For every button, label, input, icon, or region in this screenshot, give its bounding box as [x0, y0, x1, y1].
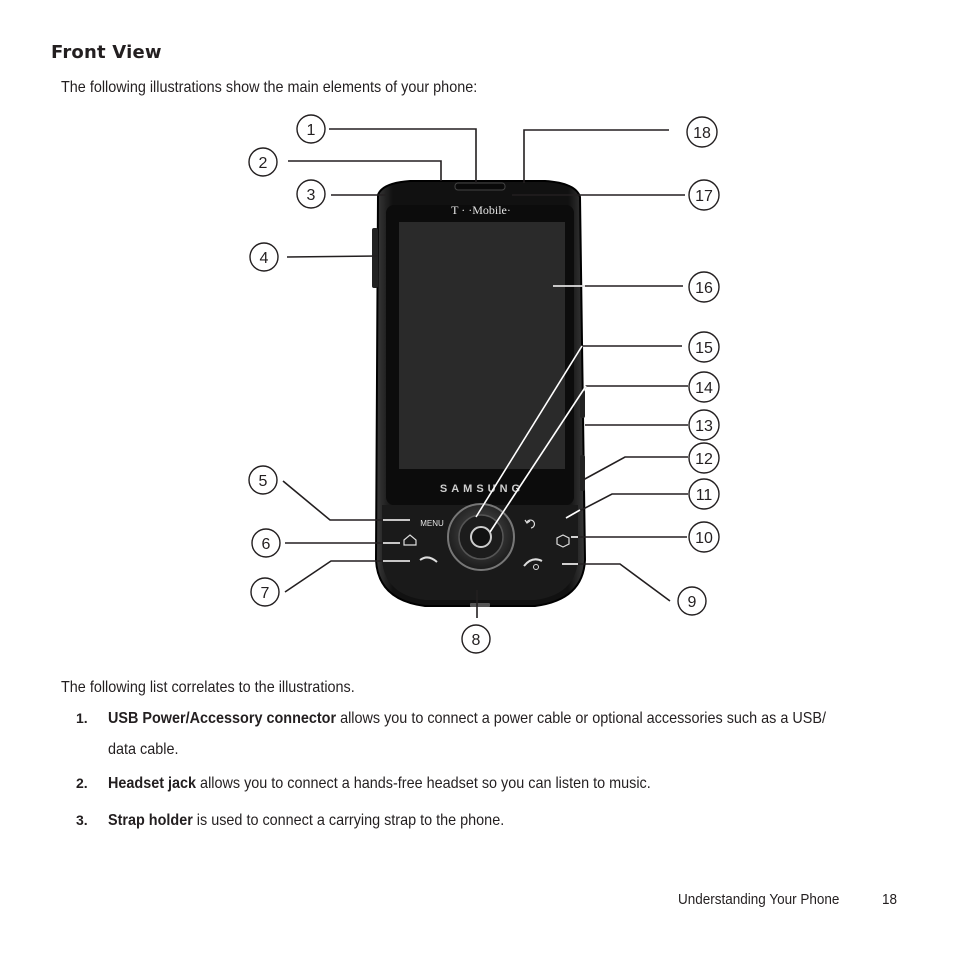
- svg-text:7: 7: [261, 585, 270, 602]
- callout-18: 18: [686, 116, 718, 148]
- optical-joystick: [447, 503, 515, 571]
- list-item-term: Strap holder: [108, 812, 193, 829]
- callout-4: 4: [249, 242, 279, 272]
- list-item-description: allows you to connect a power cable or o…: [336, 710, 826, 727]
- callout-6: 6: [251, 528, 281, 558]
- svg-text:6: 6: [262, 536, 271, 553]
- phone-body: T · ·Mobile· SAMSUNG MENU: [372, 180, 587, 607]
- svg-text:14: 14: [695, 380, 713, 397]
- callout-17: 17: [688, 179, 720, 211]
- callout-14: 14: [688, 371, 720, 403]
- page-number: 18: [882, 891, 898, 908]
- callout-2: 2: [248, 147, 278, 177]
- svg-text:1: 1: [307, 122, 316, 139]
- callout-11: 11: [688, 478, 720, 510]
- bottom-connector: [470, 603, 490, 607]
- list-item-description: allows you to connect a hands-free heads…: [196, 775, 651, 792]
- brand-logo: SAMSUNG: [440, 483, 524, 495]
- display-screen: [399, 222, 565, 469]
- callout-13: 13: [688, 409, 720, 441]
- callout-10: 10: [688, 521, 720, 553]
- svg-text:17: 17: [695, 188, 713, 205]
- svg-text:11: 11: [696, 487, 713, 504]
- svg-text:10: 10: [695, 530, 713, 547]
- svg-text:4: 4: [260, 250, 269, 267]
- home-key-icon: [403, 534, 417, 546]
- list-item-term: Headset jack: [108, 775, 197, 792]
- callout-5: 5: [248, 465, 278, 495]
- side-key-right-lower: [580, 455, 585, 491]
- svg-text:15: 15: [695, 340, 713, 357]
- callout-12: 12: [688, 442, 720, 474]
- list-item-description-cont: data cable.: [108, 741, 179, 758]
- side-key-right: [580, 390, 585, 418]
- end-power-key-icon: [523, 558, 543, 570]
- section-heading: Front View: [51, 42, 162, 63]
- list-item-description: is used to connect a carrying strap to t…: [192, 812, 505, 829]
- svg-text:18: 18: [693, 125, 711, 142]
- list-item-term: USB Power/Accessory connector: [108, 710, 337, 727]
- intro-text: The following illustrations show the mai…: [61, 79, 478, 96]
- carrier-logo: T · ·Mobile·: [451, 203, 511, 217]
- callout-16: 16: [688, 271, 720, 303]
- svg-text:8: 8: [472, 632, 481, 649]
- svg-text:9: 9: [688, 594, 697, 611]
- svg-text:12: 12: [695, 451, 713, 468]
- svg-text:5: 5: [259, 473, 268, 490]
- svg-text:3: 3: [307, 187, 316, 204]
- list-item-number: 1.: [76, 710, 88, 726]
- footer-section-title: Understanding Your Phone: [678, 891, 840, 908]
- volume-key: [372, 228, 378, 288]
- back-key-icon: [524, 519, 535, 529]
- callout-7: 7: [250, 577, 280, 607]
- svg-text:13: 13: [695, 418, 713, 435]
- callout-3: 3: [296, 179, 326, 209]
- callout-1: 1: [296, 114, 326, 144]
- callout-15: 15: [688, 331, 720, 363]
- send-key-icon: [419, 556, 438, 563]
- callout-9: 9: [677, 586, 707, 616]
- callout-8: 8: [461, 624, 491, 654]
- earpiece: [454, 182, 506, 191]
- svg-text:16: 16: [695, 280, 713, 297]
- list-intro-text: The following list correlates to the ill…: [61, 679, 355, 696]
- menu-key-label: MENU: [420, 519, 444, 528]
- list-item-number: 2.: [76, 775, 88, 791]
- list-item-number: 3.: [76, 812, 88, 828]
- phone-illustration: T · ·Mobile· SAMSUNG MENU: [248, 114, 720, 654]
- cube-key-icon: [556, 534, 570, 548]
- svg-text:2: 2: [259, 155, 268, 172]
